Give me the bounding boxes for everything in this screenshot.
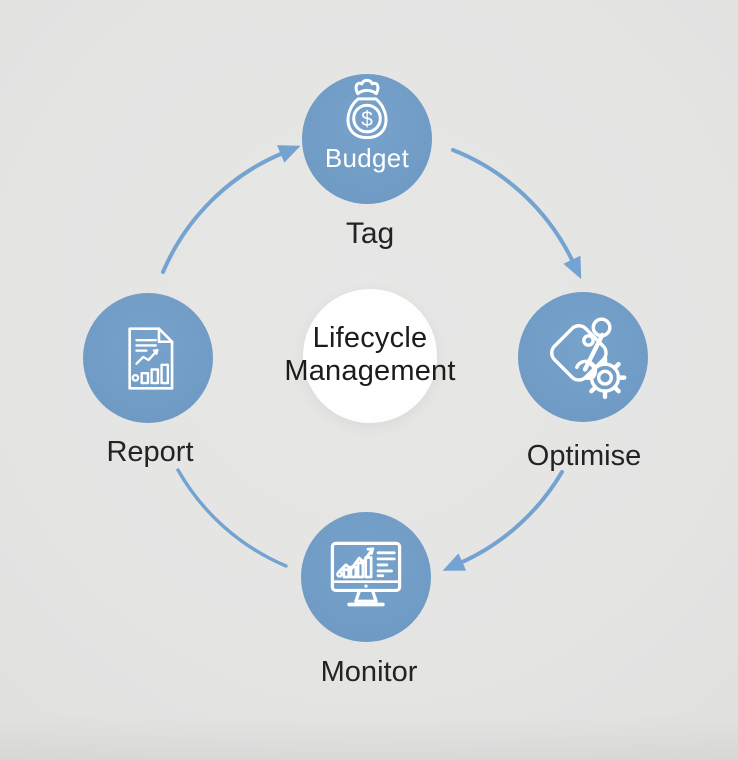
label-monitor: Monitor <box>320 656 418 688</box>
arrow-budget-to-optimise <box>451 148 582 280</box>
label-tag: Tag <box>345 217 395 250</box>
arrow-report-to-budget <box>161 145 301 274</box>
label-optimise: Optimise <box>526 440 642 472</box>
node-monitor <box>301 512 431 642</box>
diagram-title-line1: Lifecycle <box>312 322 428 354</box>
diagram-title: Lifecycle Management <box>240 322 500 388</box>
label-report: Report <box>106 436 194 468</box>
center-circle <box>303 289 437 423</box>
budget-inner-label: Budget <box>324 143 410 173</box>
diagram-title-line2: Management <box>284 355 456 387</box>
arrow-optimise-to-monitor <box>442 470 564 571</box>
arc-report-monitor <box>176 468 288 568</box>
node-budget-tag: $ Budget <box>302 74 432 204</box>
dollar-glyph: $ <box>361 108 373 131</box>
monitor-chart-icon <box>323 534 409 620</box>
node-report <box>83 293 213 423</box>
money-bag-icon: $ <box>330 74 404 148</box>
tag-gear-icon <box>539 313 627 401</box>
node-optimise <box>518 292 648 422</box>
report-document-icon <box>121 325 176 392</box>
